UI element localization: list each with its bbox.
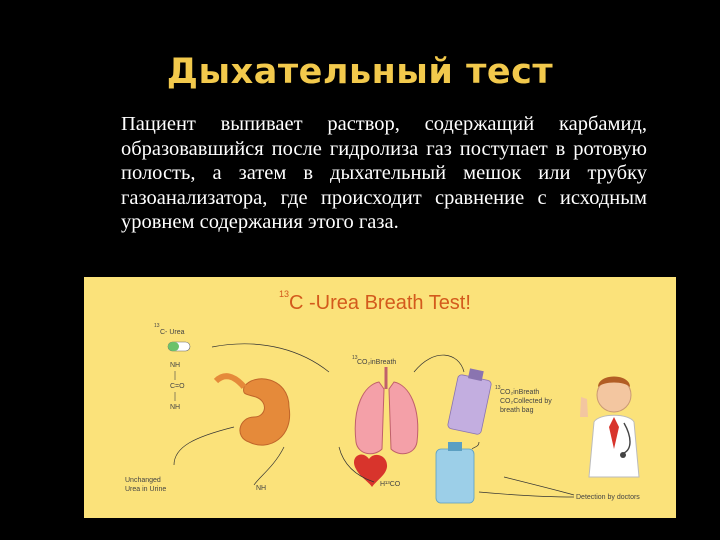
- urea-sup: 13: [154, 323, 160, 329]
- nh2-top: NH: [170, 362, 180, 369]
- stomach-icon: [239, 378, 291, 446]
- slide-title: Дыхательный тест: [166, 52, 554, 92]
- c-o-label: C=O: [170, 383, 185, 390]
- figure-title-sup: 13: [279, 289, 289, 299]
- hco3-label: H¹³CO: [380, 481, 401, 488]
- co2-sup: 13: [352, 355, 358, 361]
- unchanged-label-1: Unchanged: [125, 477, 161, 484]
- slide-paragraph: Пациент выпивает раствор, содержащий кар…: [121, 113, 647, 233]
- nh2-bottom: NH: [170, 404, 180, 411]
- urea-label: C- Urea: [160, 329, 185, 336]
- unchanged-label-2: Urea in Urine: [125, 486, 166, 493]
- heart-icon: [353, 454, 388, 487]
- bag-sup: 13: [495, 385, 501, 391]
- co2-in-breath-label: CO₂inBreath: [357, 359, 396, 366]
- nh3-label: NH: [256, 485, 266, 492]
- doctor-icon: [580, 376, 640, 478]
- bag-text-2: CO₂Collected by: [500, 398, 552, 405]
- bag-text-1: CO₂inBreath: [500, 389, 539, 396]
- lungs-icon: [354, 367, 419, 455]
- bag-text-3: breath bag: [500, 407, 534, 414]
- purple-breath-bag-icon: [447, 368, 492, 435]
- figure-illustration: 13 C -Urea Breath Test! 13 C- Urea NH C=…: [125, 289, 640, 504]
- blue-breath-bag-icon: [435, 442, 475, 504]
- figure-title: C -Urea Breath Test!: [289, 292, 471, 314]
- detection-label: Detection by doctors: [576, 494, 640, 501]
- pill-icon: [167, 341, 191, 352]
- urea-breath-test-figure: 13 C -Urea Breath Test! 13 C- Urea NH C=…: [84, 277, 676, 518]
- flow-arrows: [173, 343, 575, 498]
